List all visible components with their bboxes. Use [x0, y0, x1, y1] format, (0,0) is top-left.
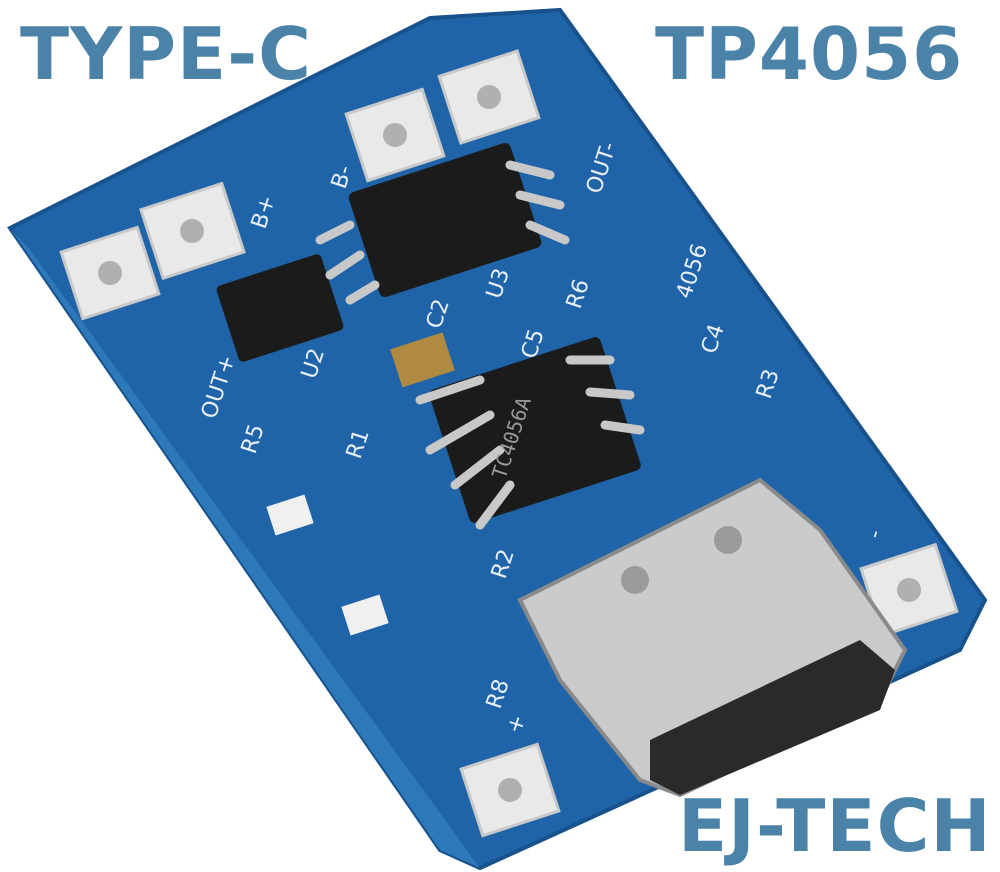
usb-c-connector [517, 477, 908, 798]
overlay-type-c: TYPE-C [20, 12, 312, 96]
board-edge [10, 228, 480, 868]
overlay-model: TP4056 [655, 12, 964, 96]
leds [266, 494, 389, 636]
overlay-brand: EJ-TECH [678, 784, 992, 868]
ic-pins [315, 160, 645, 530]
